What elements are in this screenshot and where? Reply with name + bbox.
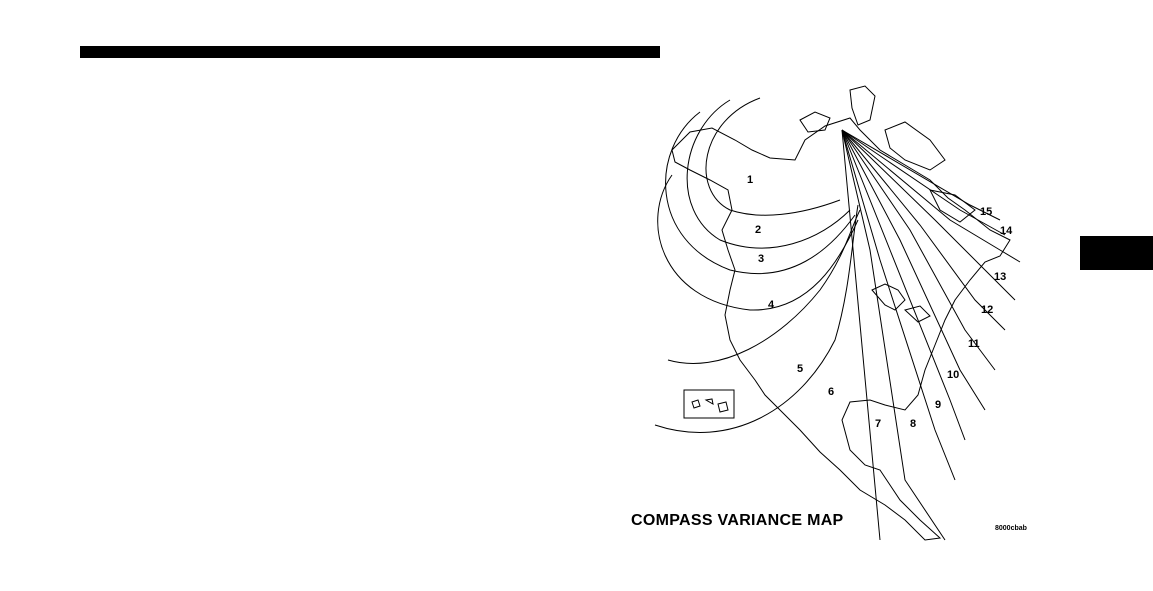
zone-label-1: 1	[747, 174, 753, 186]
isogonic-arcs-west	[655, 98, 860, 432]
header-rule	[80, 46, 660, 58]
map-title: COMPASS VARIANCE MAP	[631, 512, 844, 530]
zone-label-11: 11	[968, 338, 980, 350]
great-lakes	[872, 284, 930, 322]
hawaii-islands	[692, 399, 728, 412]
section-tab	[1080, 236, 1153, 270]
zone-label-12: 12	[981, 304, 993, 316]
continent-outline	[672, 118, 1010, 540]
zone-label-2: 2	[755, 224, 761, 236]
zone-label-10: 10	[947, 369, 959, 381]
zone-label-5: 5	[797, 363, 803, 375]
zone-label-6: 6	[828, 386, 834, 398]
zone-label-7: 7	[875, 418, 881, 430]
zone-label-8: 8	[910, 418, 916, 430]
zone-label-14: 14	[1000, 225, 1013, 237]
zone-label-15: 15	[980, 206, 992, 218]
zone-label-4: 4	[768, 299, 775, 311]
zone-label-3: 3	[758, 253, 764, 265]
map-figure-code: 8000cbab	[995, 525, 1027, 532]
zone-label-9: 9	[935, 399, 941, 411]
zone-label-13: 13	[994, 271, 1006, 283]
compass-variance-map: 1 2 3 4 5 6 7 8 9 10 11 12 13 14 15	[620, 80, 1040, 550]
